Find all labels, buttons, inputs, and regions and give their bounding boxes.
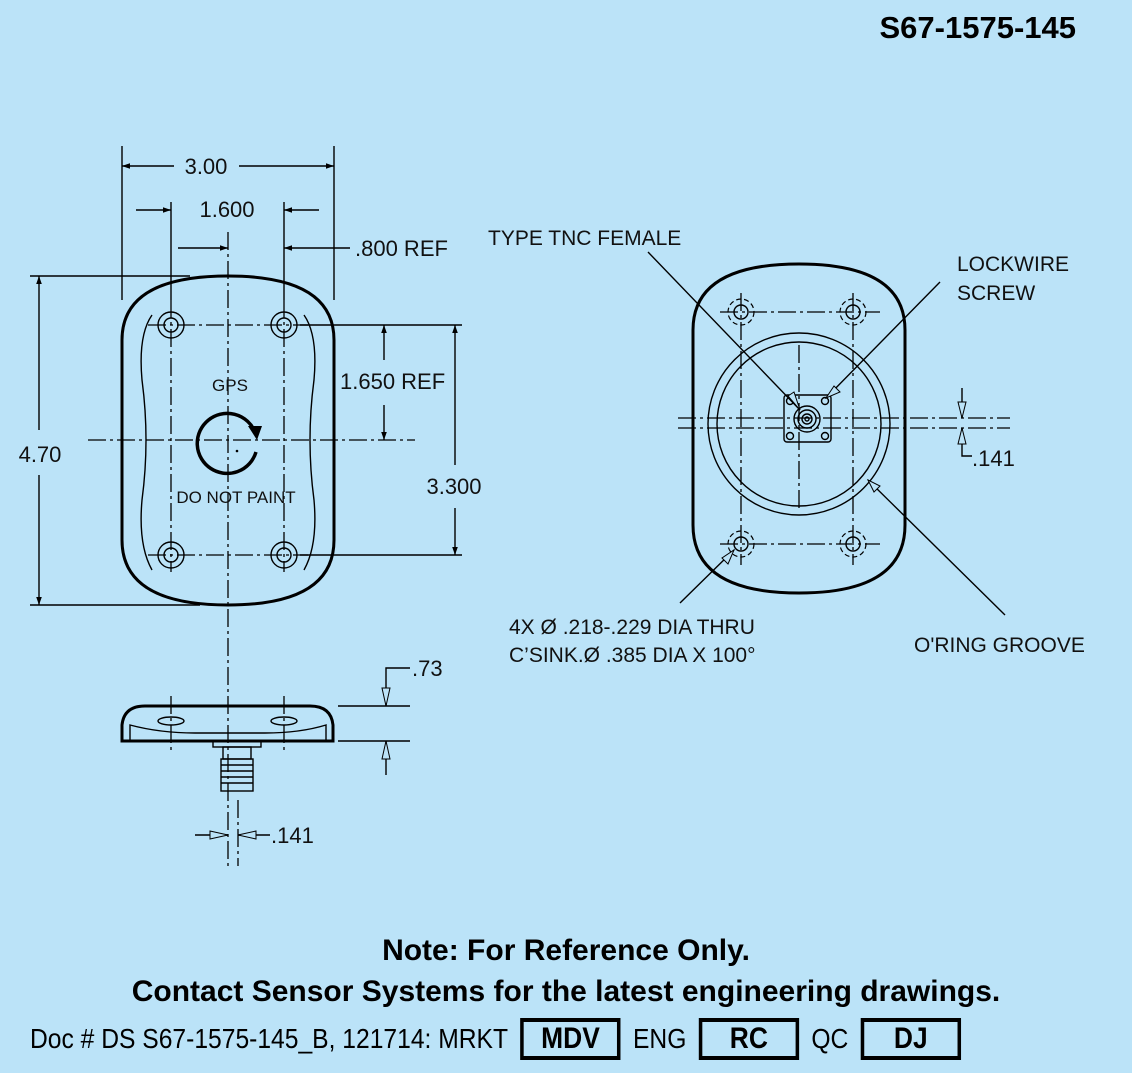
countersunk-hole-icon: [727, 298, 755, 326]
qc-label: QC: [811, 1023, 849, 1054]
dim-overall-width: 3.00: [185, 154, 228, 179]
part-number-title: S67-1575-145: [880, 10, 1077, 45]
dim-offset: .141: [972, 446, 1015, 471]
reference-note: Note: For Reference Only.: [382, 934, 750, 967]
top-view-outline: [120, 274, 336, 607]
oring-groove-outer: [707, 332, 891, 516]
callout-lockwire-line2: SCREW: [957, 282, 1035, 305]
callout-holes-line1: 4X Ø .218-.229 DIA THRU: [509, 616, 755, 639]
callout-lockwire-line1: LOCKWIRE: [957, 253, 1069, 276]
side-view-outline: [120, 704, 335, 743]
dim-hole-spacing-x: 1.600: [199, 197, 254, 222]
rotation-arrow-icon: [195, 411, 262, 476]
side-view: .73 .141: [120, 656, 443, 866]
dim-half-length-ref: 1.650 REF: [340, 369, 445, 394]
dim-half-spacing-ref: .800 REF: [355, 236, 448, 261]
countersunk-hole-icon: [839, 298, 867, 326]
bottom-view-outline: [691, 262, 907, 595]
contact-note: Contact Sensor Systems for the latest en…: [131, 975, 1001, 1008]
tnc-connector-icon: [212, 740, 262, 792]
tnc-flange-icon: [783, 394, 832, 443]
dim-hole-spacing-y: 3.300: [426, 474, 481, 499]
bottom-view: .141 TYPE TNC FEMALE LOCKWIRE SCREW 4X Ø…: [488, 227, 1085, 667]
top-view: GPS DO NOT PAINT 3.00 1.600 .800 REF 4.7…: [19, 146, 482, 866]
mounting-hole-icon: [157, 311, 185, 339]
dim-overall-length: 4.70: [19, 442, 62, 467]
eng-label: ENG: [632, 1023, 687, 1054]
mounting-hole-icon: [157, 541, 185, 569]
mounting-hole-icon: [270, 541, 298, 569]
countersunk-hole-icon: [727, 530, 755, 558]
mounting-hole-icon: [270, 311, 298, 339]
dim-connector-offset: .141: [271, 823, 314, 848]
mrkt-initials-box: MDV: [520, 1018, 621, 1060]
callout-holes-line2: C’SINK.Ø .385 DIA X 100°: [509, 644, 756, 667]
eng-initials-box: RC: [698, 1018, 800, 1060]
doc-signoff-line: Doc # DS S67-1575-145_B, 121714: MRKT MD…: [30, 1018, 973, 1060]
callout-connector: TYPE TNC FEMALE: [488, 227, 681, 250]
callout-oring: O'RING GROOVE: [914, 634, 1085, 657]
do-not-paint-marking: DO NOT PAINT: [176, 488, 295, 507]
doc-number: Doc # DS S67-1575-145_B, 121714: MRKT: [30, 1023, 509, 1054]
dim-height: .73: [412, 656, 443, 681]
qc-initials-box: DJ: [860, 1018, 961, 1060]
gps-marking: GPS: [212, 376, 248, 395]
countersunk-hole-icon: [839, 530, 867, 558]
